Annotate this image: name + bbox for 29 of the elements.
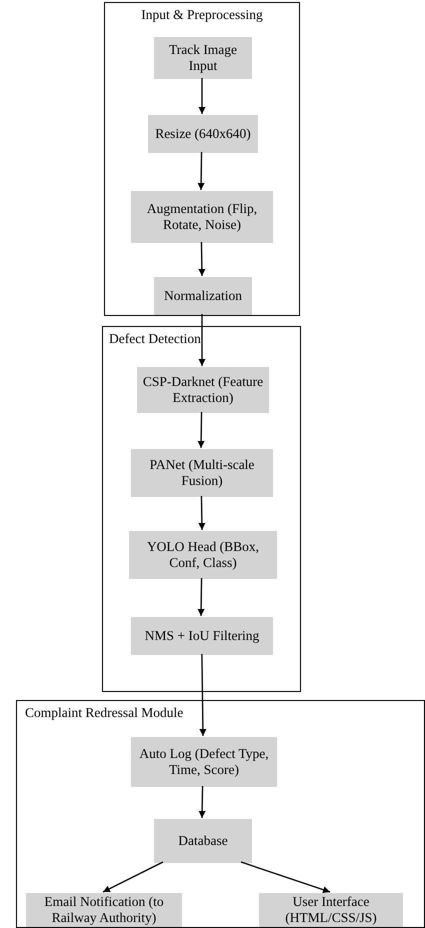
arrow: [102, 861, 164, 893]
process-box: Normalization: [154, 277, 252, 315]
process-box: CSP-Darknet (Feature Extraction): [137, 367, 269, 413]
arrow: [198, 496, 206, 530]
arrow: [198, 242, 206, 276]
arrow: [198, 152, 205, 190]
process-box: Augmentation (Flip, Rotate, Noise): [131, 191, 273, 243]
arrow: [199, 654, 206, 736]
group-panel: [102, 326, 301, 692]
group-title: Complaint Redressal Module: [25, 705, 184, 721]
group-panel: [16, 700, 425, 928]
process-box: Track Image Input: [154, 37, 252, 79]
arrow: [198, 78, 206, 114]
arrow: [240, 861, 330, 894]
process-box: Resize (640x640): [148, 115, 258, 153]
process-box: User Interface (HTML/CSS/JS): [259, 893, 403, 927]
process-box: PANet (Multi-scale Fusion): [131, 449, 273, 497]
process-box: YOLO Head (BBox, Conf, Class): [129, 531, 277, 579]
process-box: NMS + IoU Filtering: [131, 617, 273, 655]
arrow: [198, 412, 205, 448]
process-box: Auto Log (Defect Type, Time, Score): [131, 737, 277, 787]
arrow: [198, 786, 206, 818]
group-title: Input & Preprocessing: [140, 7, 264, 23]
group-panel: [104, 2, 300, 316]
arrow: [198, 314, 206, 366]
process-box: Database: [154, 819, 252, 863]
process-box: Email Notification (to Railway Authority): [26, 893, 182, 927]
arrow: [198, 578, 205, 616]
group-title: Defect Detection: [109, 331, 201, 347]
